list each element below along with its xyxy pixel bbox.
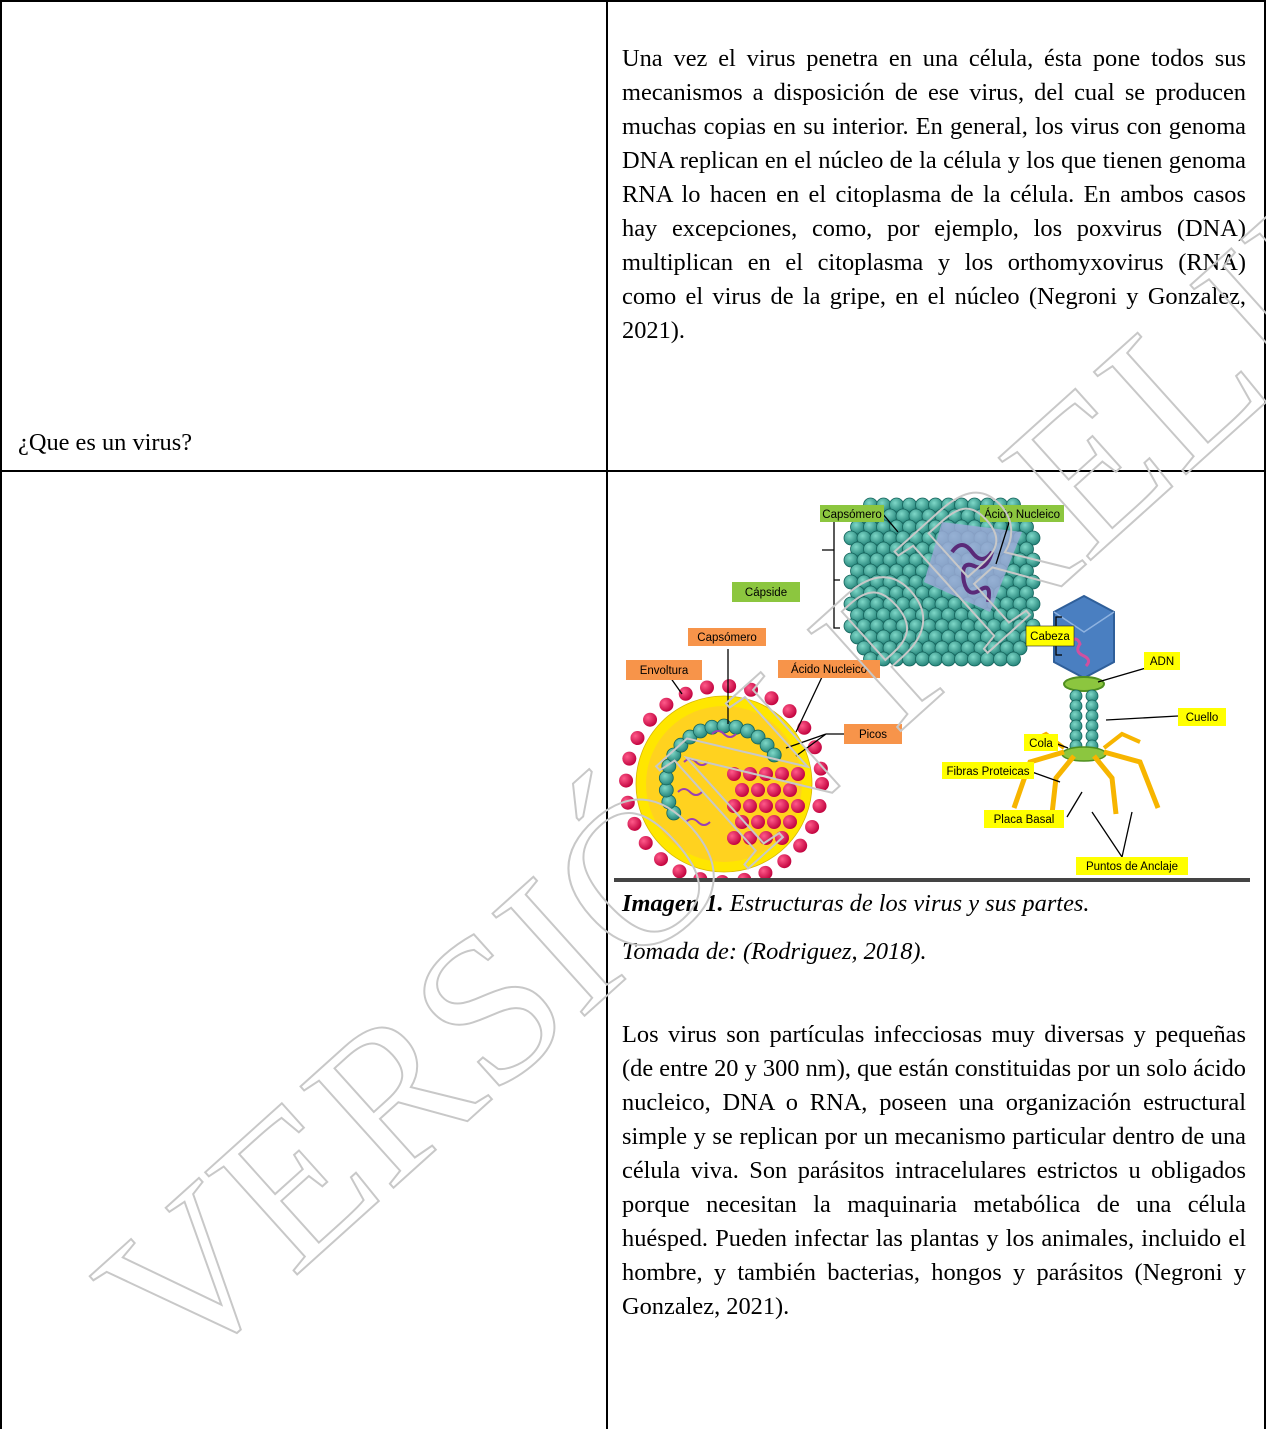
label-acido-nucleico-left: Ácido Nucleico: [791, 663, 867, 676]
table-border-top: [0, 0, 1266, 2]
question-heading: ¿Que es un virus?: [18, 429, 193, 456]
label-fibras-proteicas: Fibras Proteicas: [946, 766, 1029, 778]
table-column-divider: [606, 0, 608, 1429]
label-cuello: Cuello: [1186, 712, 1219, 724]
caption-source: Tomada de: (Rodriguez, 2018).: [622, 938, 927, 965]
table-row-divider: [0, 470, 1266, 472]
label-cola: Cola: [1029, 738, 1053, 750]
table-border-right: [1264, 0, 1266, 1429]
row2-paragraph: Los virus son partículas infecciosas muy…: [622, 1021, 1246, 1320]
label-placa-basal: Placa Basal: [994, 814, 1055, 826]
caption-label: Imagen 1.: [622, 890, 724, 917]
label-acido-nucleico-top: Ácido Nucleico: [984, 508, 1060, 521]
virus-structure-figure: Capsómero Ácido Nucleico Cápside Capsóme…: [614, 497, 1250, 882]
label-capsomero-left: Capsómero: [697, 632, 756, 644]
label-cabeza: Cabeza: [1030, 631, 1070, 643]
label-capsomero-top: Capsómero: [822, 509, 881, 521]
figure-bottom-rule: [614, 878, 1250, 882]
label-puntos-de-anclaje: Puntos de Anclaje: [1086, 861, 1178, 873]
bacteriophage-icon: [1011, 594, 1161, 815]
label-envoltura: Envoltura: [640, 665, 689, 677]
enveloped-virus-icon: [619, 679, 829, 882]
caption-text: Estructuras de los virus y sus partes.: [723, 890, 1090, 917]
label-adn: ADN: [1150, 656, 1174, 668]
label-picos: Picos: [859, 729, 887, 741]
label-capside: Cápside: [745, 587, 787, 599]
icosahedral-capsid-icon: [843, 497, 1041, 667]
row1-paragraph: Una vez el virus penetra en una célula, …: [622, 45, 1246, 344]
figure-caption: Imagen 1. Estructuras de los virus y sus…: [622, 887, 1246, 969]
table-border-left: [0, 0, 2, 1429]
figure-labels: Capsómero Ácido Nucleico Cápside Capsóme…: [626, 505, 1226, 875]
